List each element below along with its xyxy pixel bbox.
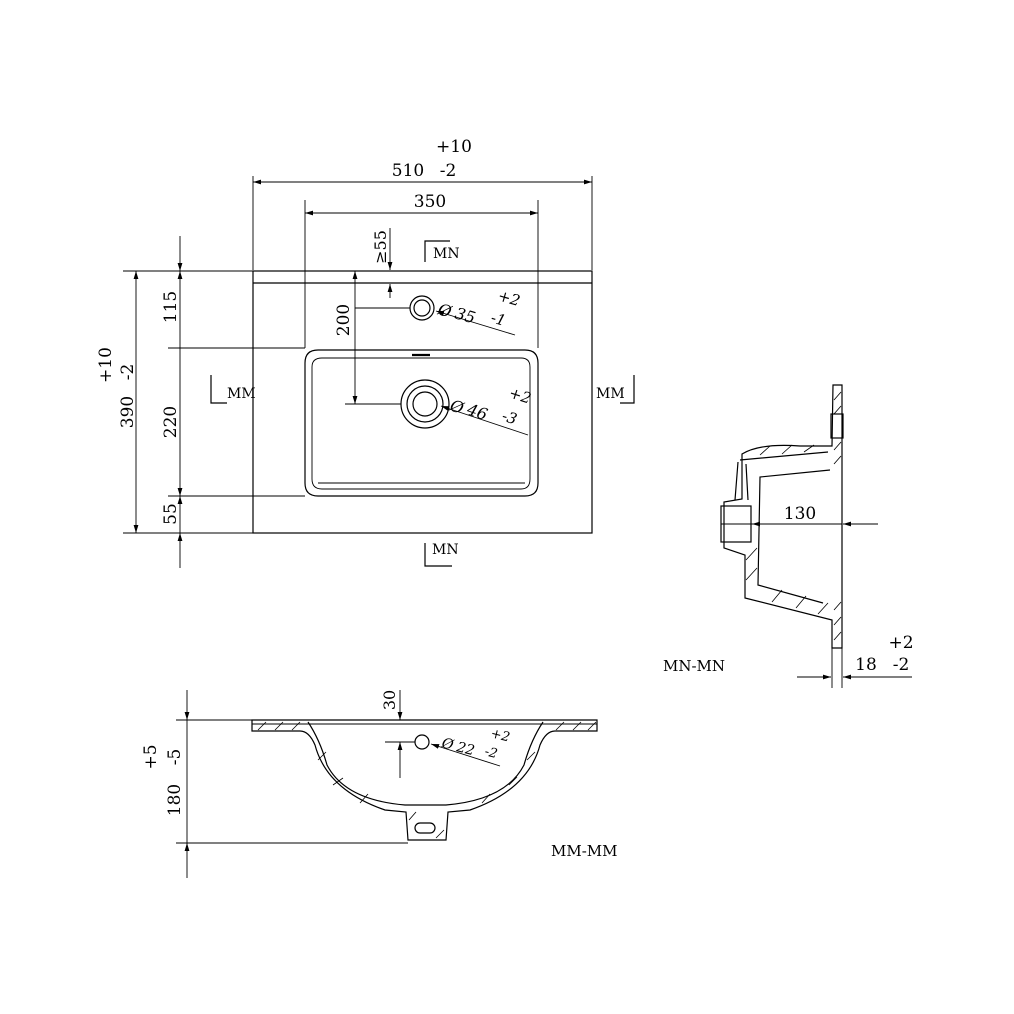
- waste-outlet-slot: [414, 822, 436, 834]
- overflow-hole-tol-plus: +2: [489, 726, 511, 745]
- tap-hole-inner: [413, 299, 431, 317]
- drain-inner: [412, 391, 438, 417]
- tap-hole-leader: [435, 310, 516, 336]
- overflow-hole-tol-minus: -2: [483, 744, 499, 762]
- depth-value: 390: [118, 396, 138, 428]
- basin-outline: [252, 270, 593, 534]
- bowl-outer-outline: [304, 349, 539, 497]
- thickness-tol-minus: -2: [893, 655, 910, 675]
- tap-hole-tol-minus: -1: [489, 309, 508, 330]
- bowl-width-value: 350: [414, 192, 446, 212]
- front-section: 30 +5 -5 180 Ø 22 +2 -2 MM-MM: [141, 690, 618, 878]
- dim-55-value: 55: [161, 503, 181, 525]
- bowl-inner-outline: [311, 357, 531, 490]
- side-section-outer-profile: [723, 384, 843, 649]
- side-section: 130 +2 18 -2 MN-MN: [663, 384, 914, 688]
- depth-tol-minus: -2: [118, 364, 138, 381]
- overflow-hole-value: 22: [454, 739, 476, 759]
- dim-220-value: 220: [161, 406, 181, 438]
- drain-prefix: Ø: [447, 395, 467, 418]
- tap-hole-value: 35: [453, 304, 478, 328]
- section-mm-right: MM: [596, 386, 625, 402]
- section-marker-mm-right-icon: [620, 375, 635, 404]
- side-section-inner-profile: [757, 469, 831, 604]
- drain-middle: [406, 385, 444, 423]
- section-mm-left: MM: [227, 386, 256, 402]
- side-section-hatching: [745, 391, 842, 641]
- dim-130-value: 130: [784, 504, 816, 524]
- front-section-label: MM-MM: [551, 842, 618, 860]
- overflow-hole-leader: [430, 743, 501, 767]
- tap-hole-prefix: Ø: [435, 299, 455, 321]
- tap-min-value: ≥55: [371, 230, 390, 264]
- drain-tol-plus: +2: [507, 384, 534, 408]
- thickness-value: 18: [855, 655, 877, 675]
- section-marker-mn-top-icon: [424, 240, 450, 262]
- drain-value: 46: [464, 399, 490, 424]
- drain-tol-minus: -3: [500, 407, 519, 429]
- height-tol-minus: -5: [165, 749, 185, 766]
- overflow-hole-prefix: Ø: [439, 735, 455, 754]
- side-section-overflow-channel: [734, 451, 829, 501]
- rear-upstand: [830, 413, 844, 439]
- section-marker-mn-bottom-icon: [424, 543, 452, 567]
- height-tol-plus: +5: [141, 744, 161, 769]
- dim-115-value: 115: [161, 291, 181, 323]
- side-section-label: MN-MN: [663, 657, 725, 675]
- front-section-hatching: [257, 721, 597, 839]
- top-view: +10 510 -2 350 ≥55 MN +10 390 -2 115 220…: [96, 137, 635, 568]
- width-tol-plus: +10: [436, 137, 472, 157]
- tap-hole-tol-plus: +2: [496, 287, 522, 310]
- overflow-hole: [414, 734, 430, 750]
- thickness-tol-plus: +2: [888, 633, 913, 653]
- drain-leader: [440, 405, 529, 436]
- section-mn-top: MN: [433, 246, 460, 262]
- dim-30-value: 30: [380, 690, 399, 710]
- front-section-outer-profile: [251, 719, 598, 841]
- width-tol-minus: -2: [440, 161, 457, 181]
- height-value: 180: [165, 784, 185, 816]
- section-mn-bottom: MN: [432, 542, 459, 558]
- drain-outer: [400, 379, 450, 429]
- dim-200-value: 200: [334, 304, 354, 336]
- section-marker-mm-left-icon: [210, 375, 227, 404]
- width-value: 510: [392, 161, 424, 181]
- front-section-inner-profile: [307, 721, 544, 806]
- depth-tol-plus: +10: [96, 347, 116, 383]
